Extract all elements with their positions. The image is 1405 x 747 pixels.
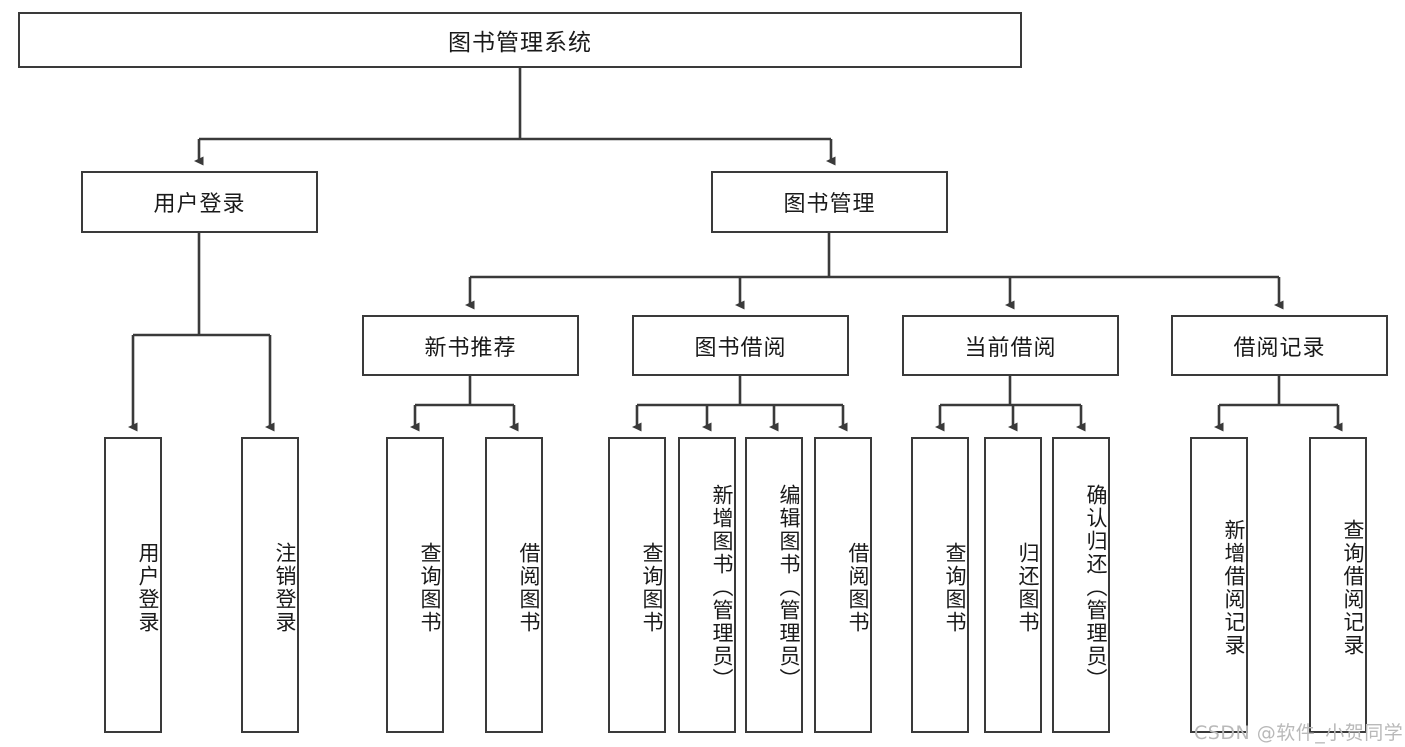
node-leaf-confirm-return-admin[interactable]: 确认归还（管理员） (1052, 437, 1110, 733)
node-level3-new-book-recommend[interactable]: 新书推荐 (362, 315, 579, 376)
node-leaf-add-book-admin[interactable]: 新增图书（管理员） (678, 437, 736, 733)
node-leaf-user-login[interactable]: 用户登录 (104, 437, 162, 733)
node-leaf-add-borrow-record[interactable]: 新增借阅记录 (1190, 437, 1248, 733)
watermark-label: CSDN @软件_小贺同学 (1194, 722, 1404, 744)
node-leaf-query-book-recommend[interactable]: 查询图书 (386, 437, 444, 733)
node-level3-book-borrow[interactable]: 图书借阅 (632, 315, 849, 376)
node-level3-current-borrow[interactable]: 当前借阅 (902, 315, 1119, 376)
node-level2-user-login[interactable]: 用户登录 (81, 171, 318, 233)
node-leaf-borrow-book[interactable]: 借阅图书 (814, 437, 872, 733)
node-leaf-logout[interactable]: 注销登录 (241, 437, 299, 733)
node-leaf-edit-book-admin[interactable]: 编辑图书（管理员） (745, 437, 803, 733)
node-leaf-query-borrow-record[interactable]: 查询借阅记录 (1309, 437, 1367, 733)
node-leaf-query-book-borrow[interactable]: 查询图书 (608, 437, 666, 733)
node-leaf-return-book[interactable]: 归还图书 (984, 437, 1042, 733)
node-leaf-query-book-current[interactable]: 查询图书 (911, 437, 969, 733)
node-level3-borrow-record[interactable]: 借阅记录 (1171, 315, 1388, 376)
node-leaf-borrow-book-recommend[interactable]: 借阅图书 (485, 437, 543, 733)
node-level2-book-management[interactable]: 图书管理 (711, 171, 948, 233)
node-root[interactable]: 图书管理系统 (18, 12, 1022, 68)
